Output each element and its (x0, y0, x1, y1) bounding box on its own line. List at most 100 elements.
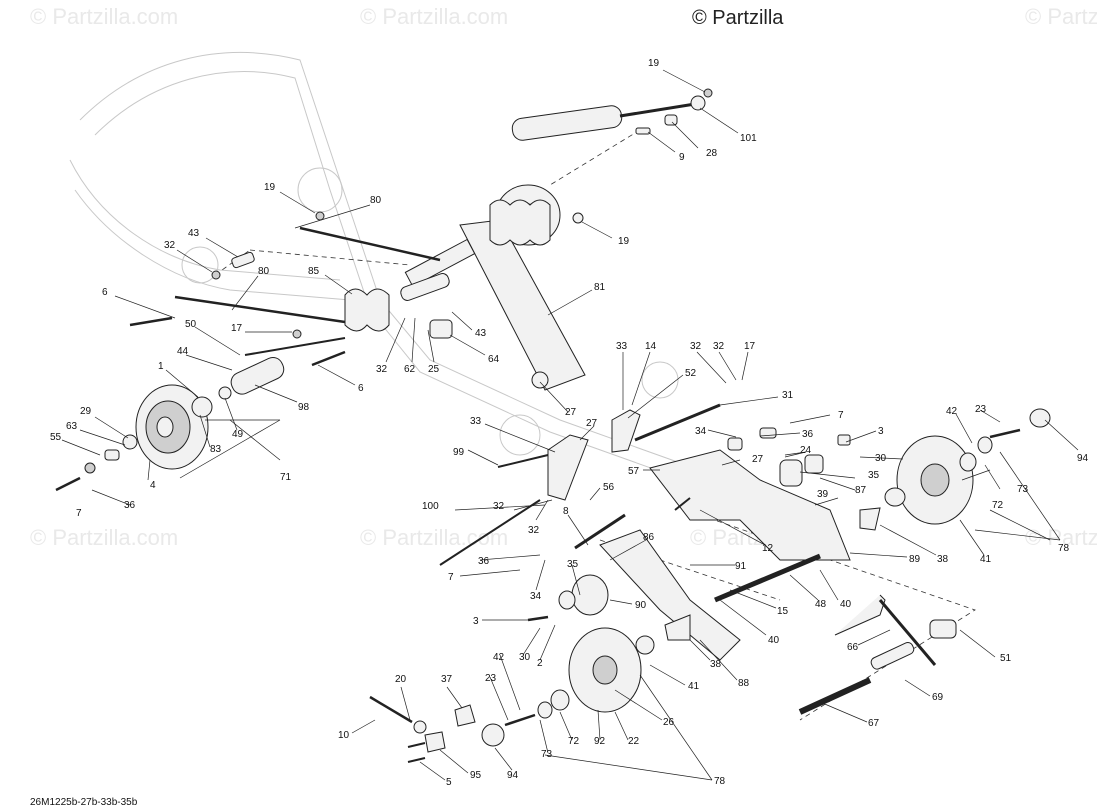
callout-57[interactable]: 57 (628, 466, 640, 477)
callout-78[interactable]: 78 (1058, 543, 1070, 554)
callout-24[interactable]: 24 (800, 445, 812, 456)
callout-100[interactable]: 100 (422, 501, 439, 512)
callout-37[interactable]: 37 (441, 674, 453, 685)
callout-17[interactable]: 17 (231, 323, 243, 334)
callout-33[interactable]: 33 (470, 416, 482, 427)
callout-50[interactable]: 50 (185, 319, 197, 330)
callout-28[interactable]: 28 (706, 148, 718, 159)
callout-32[interactable]: 32 (493, 501, 505, 512)
callout-30[interactable]: 30 (519, 652, 531, 663)
callout-3[interactable]: 3 (878, 426, 884, 437)
callout-40[interactable]: 40 (840, 599, 852, 610)
callout-8[interactable]: 8 (563, 506, 569, 517)
callout-32[interactable]: 32 (713, 341, 725, 352)
callout-22[interactable]: 22 (628, 736, 640, 747)
callout-30[interactable]: 30 (875, 453, 887, 464)
callout-49[interactable]: 49 (232, 429, 244, 440)
callout-98[interactable]: 98 (298, 402, 310, 413)
callout-42[interactable]: 42 (493, 652, 505, 663)
callout-40[interactable]: 40 (768, 635, 780, 646)
callout-44[interactable]: 44 (177, 346, 189, 357)
callout-36[interactable]: 36 (124, 500, 136, 511)
callout-80[interactable]: 80 (258, 266, 270, 277)
callout-29[interactable]: 29 (80, 406, 92, 417)
callout-78[interactable]: 78 (714, 776, 726, 787)
callout-15[interactable]: 15 (777, 606, 789, 617)
callout-19[interactable]: 19 (618, 236, 630, 247)
callout-26[interactable]: 26 (663, 717, 675, 728)
callout-27[interactable]: 27 (565, 407, 577, 418)
callout-41[interactable]: 41 (980, 554, 992, 565)
callout-39[interactable]: 39 (817, 489, 829, 500)
callout-35[interactable]: 35 (567, 559, 579, 570)
callout-92[interactable]: 92 (594, 736, 606, 747)
callout-71[interactable]: 71 (280, 472, 292, 483)
callout-69[interactable]: 69 (932, 692, 944, 703)
callout-14[interactable]: 14 (645, 341, 657, 352)
callout-72[interactable]: 72 (992, 500, 1004, 511)
callout-42[interactable]: 42 (946, 406, 958, 417)
callout-23[interactable]: 23 (485, 673, 497, 684)
callout-35[interactable]: 35 (868, 470, 880, 481)
callout-6[interactable]: 6 (358, 383, 364, 394)
callout-36[interactable]: 36 (478, 556, 490, 567)
callout-31[interactable]: 31 (782, 390, 794, 401)
callout-5[interactable]: 5 (446, 777, 452, 788)
callout-67[interactable]: 67 (868, 718, 880, 729)
callout-27[interactable]: 27 (752, 454, 764, 465)
callout-4[interactable]: 4 (150, 480, 156, 491)
callout-43[interactable]: 43 (475, 328, 487, 339)
callout-32[interactable]: 32 (528, 525, 540, 536)
callout-73[interactable]: 73 (541, 749, 553, 760)
callout-3[interactable]: 3 (473, 616, 479, 627)
callout-19[interactable]: 19 (264, 182, 276, 193)
callout-20[interactable]: 20 (395, 674, 407, 685)
callout-7[interactable]: 7 (838, 410, 844, 421)
callout-36[interactable]: 36 (802, 429, 814, 440)
callout-99[interactable]: 99 (453, 447, 465, 458)
callout-41[interactable]: 41 (688, 681, 700, 692)
callout-32[interactable]: 32 (690, 341, 702, 352)
callout-83[interactable]: 83 (210, 444, 222, 455)
callout-1[interactable]: 1 (158, 361, 164, 372)
callout-38[interactable]: 38 (937, 554, 949, 565)
callout-91[interactable]: 91 (735, 561, 747, 572)
callout-34[interactable]: 34 (695, 426, 707, 437)
callout-87[interactable]: 87 (855, 485, 867, 496)
callout-89[interactable]: 89 (909, 554, 921, 565)
callout-64[interactable]: 64 (488, 354, 500, 365)
callout-63[interactable]: 63 (66, 421, 78, 432)
callout-9[interactable]: 9 (679, 152, 685, 163)
callout-55[interactable]: 55 (50, 432, 62, 443)
callout-12[interactable]: 12 (762, 543, 774, 554)
callout-32[interactable]: 32 (164, 240, 176, 251)
callout-86[interactable]: 86 (643, 532, 655, 543)
callout-94[interactable]: 94 (1077, 453, 1089, 464)
callout-27[interactable]: 27 (586, 418, 598, 429)
callout-56[interactable]: 56 (603, 482, 615, 493)
callout-25[interactable]: 25 (428, 364, 440, 375)
callout-90[interactable]: 90 (635, 600, 647, 611)
callout-32[interactable]: 32 (376, 364, 388, 375)
callout-6[interactable]: 6 (102, 287, 108, 298)
callout-52[interactable]: 52 (685, 368, 697, 379)
callout-66[interactable]: 66 (847, 642, 859, 653)
callout-34[interactable]: 34 (530, 591, 542, 602)
callout-51[interactable]: 51 (1000, 653, 1012, 664)
callout-73[interactable]: 73 (1017, 484, 1029, 495)
callout-2[interactable]: 2 (537, 658, 543, 669)
callout-101[interactable]: 101 (740, 133, 757, 144)
callout-95[interactable]: 95 (470, 770, 482, 781)
callout-88[interactable]: 88 (738, 678, 750, 689)
callout-17[interactable]: 17 (744, 341, 756, 352)
callout-38[interactable]: 38 (710, 659, 722, 670)
callout-81[interactable]: 81 (594, 282, 606, 293)
callout-94[interactable]: 94 (507, 770, 519, 781)
callout-48[interactable]: 48 (815, 599, 827, 610)
callout-72[interactable]: 72 (568, 736, 580, 747)
callout-62[interactable]: 62 (404, 364, 416, 375)
callout-80[interactable]: 80 (370, 195, 382, 206)
callout-43[interactable]: 43 (188, 228, 200, 239)
callout-7[interactable]: 7 (76, 508, 82, 519)
callout-23[interactable]: 23 (975, 404, 987, 415)
